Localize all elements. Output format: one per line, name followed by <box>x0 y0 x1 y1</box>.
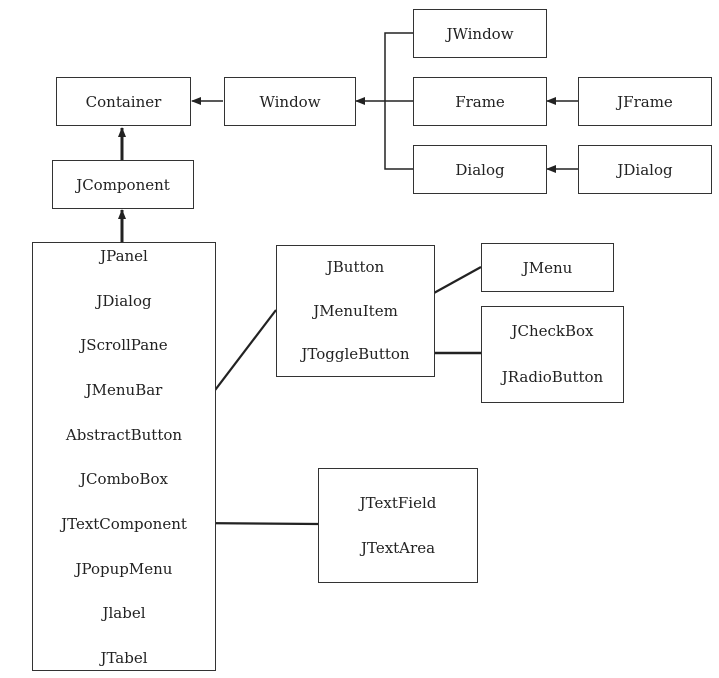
node-jframe: JFrame <box>578 77 712 126</box>
group-item-jcheckbox: JCheckBox <box>511 322 594 340</box>
list-item-jmenubar: JMenuBar <box>85 381 163 399</box>
node-label: JFrame <box>617 93 673 111</box>
node-label: Dialog <box>455 161 505 179</box>
group-item-jtextfield: JTextField <box>359 494 437 512</box>
list-item-jcombobox: JComboBox <box>80 470 168 488</box>
list-item-jscrollpane: JScrollPane <box>80 336 168 354</box>
list-item-jpanel: JPanel <box>100 247 148 265</box>
list-item-jdialog: JDialog <box>96 292 152 310</box>
node-label: JComponent <box>76 176 170 194</box>
node-jbutton-group: JButton JMenuItem JToggleButton <box>276 245 435 377</box>
list-item-abstractbutton: AbstractButton <box>65 426 183 444</box>
node-label: JDialog <box>617 161 673 179</box>
edge-bracket-top-level <box>384 32 413 170</box>
group-item-jmenuitem: JMenuItem <box>313 302 398 320</box>
node-frame: Frame <box>413 77 547 126</box>
node-jtextfield-group: JTextField JTextArea <box>318 468 478 583</box>
node-jdialog: JDialog <box>578 145 712 194</box>
list-item-jtabel: JTabel <box>100 649 148 667</box>
node-window: Window <box>224 77 356 126</box>
node-jcomponent-subclasses: JPanel JDialog JScrollPane JMenuBar Abst… <box>32 242 216 671</box>
node-container: Container <box>56 77 191 126</box>
group-item-jtextarea: JTextArea <box>360 539 436 557</box>
node-label: Frame <box>455 93 505 111</box>
group-item-jradiobutton: JRadioButton <box>501 368 604 386</box>
node-label: JMenu <box>522 259 573 277</box>
node-label: Container <box>85 93 162 111</box>
node-label: Window <box>259 93 321 111</box>
list-item-jtextcomponent: JTextComponent <box>61 515 187 533</box>
group-item-jtogglebutton: JToggleButton <box>301 345 410 363</box>
node-dialog: Dialog <box>413 145 547 194</box>
group-item-jbutton: JButton <box>326 258 385 276</box>
list-item-jlabel: Jlabel <box>102 604 146 622</box>
node-jwindow: JWindow <box>413 9 547 58</box>
list-item-jpopupmenu: JPopupMenu <box>75 560 173 578</box>
node-jcheckbox-group: JCheckBox JRadioButton <box>481 306 624 403</box>
node-jmenu: JMenu <box>481 243 614 292</box>
node-label: JWindow <box>446 25 514 43</box>
node-jcomponent: JComponent <box>52 160 194 209</box>
